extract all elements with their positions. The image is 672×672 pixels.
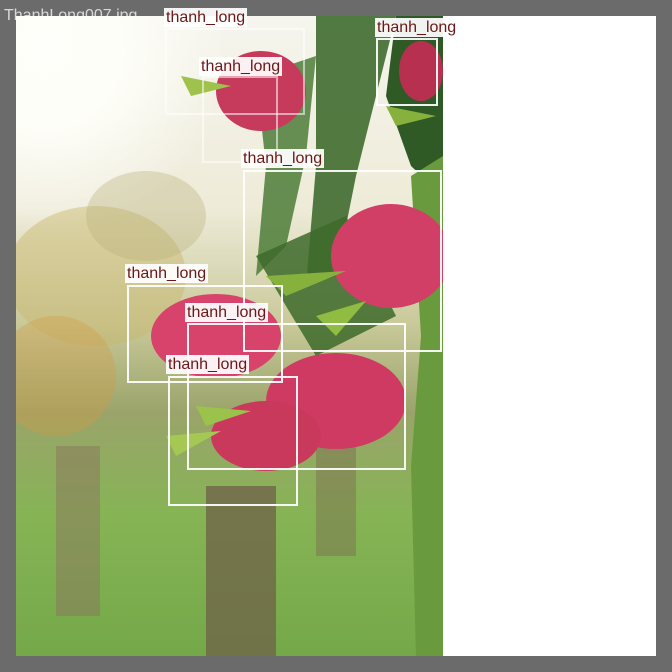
annotation-box[interactable] bbox=[376, 38, 438, 106]
annotation-label: thanh_long bbox=[164, 8, 248, 27]
annotation-label: thanh_long bbox=[166, 355, 250, 374]
annotation-label: thanh_long bbox=[125, 264, 209, 283]
annotation-label: thanh_long bbox=[185, 303, 269, 322]
annotation-label: thanh_long bbox=[199, 57, 283, 76]
annotation-box[interactable] bbox=[127, 285, 283, 383]
annotation-label: thanh_long bbox=[241, 149, 325, 168]
annotation-box[interactable] bbox=[243, 170, 442, 352]
annotation-box[interactable] bbox=[202, 76, 278, 163]
annotation-box[interactable] bbox=[165, 28, 305, 115]
image-canvas[interactable] bbox=[16, 16, 656, 656]
annotation-box[interactable] bbox=[168, 376, 298, 506]
annotation-label: thanh_long bbox=[375, 18, 459, 37]
